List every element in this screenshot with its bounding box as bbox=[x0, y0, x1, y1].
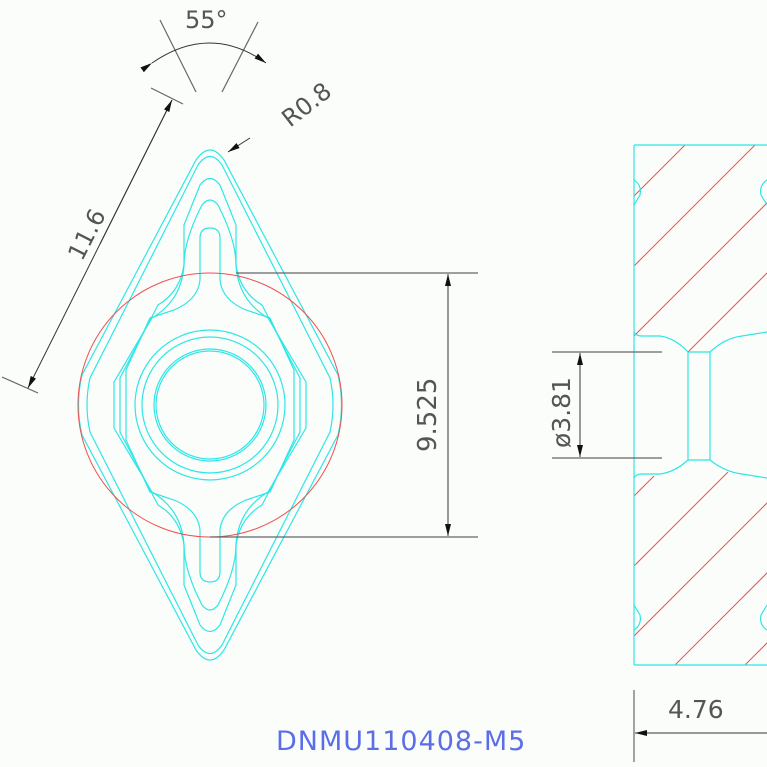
hole-ring-4 bbox=[155, 350, 265, 460]
hole-ring-2 bbox=[141, 336, 279, 474]
dimensions-top-view: 55° 11.6 R0.8 9.525 bbox=[1, 6, 478, 538]
land-groove bbox=[125, 227, 295, 583]
insert-side-section bbox=[633, 144, 767, 666]
hole-ring-3 bbox=[153, 348, 267, 462]
radius-label: R0.8 bbox=[276, 77, 336, 133]
insert-outline-2 bbox=[86, 155, 334, 655]
thickness-label: 4.76 bbox=[668, 695, 724, 724]
angle-arc bbox=[140, 42, 267, 73]
hole-diameter-label: ø3.81 bbox=[547, 377, 576, 448]
insert-top-view bbox=[77, 149, 343, 661]
chipbreaker-outer bbox=[119, 177, 301, 633]
insert-outline-outer bbox=[77, 149, 343, 661]
angle-label: 55° bbox=[185, 6, 228, 34]
dimensions-side-view: ø3.81 4.76 bbox=[547, 351, 767, 762]
inscribed-circle bbox=[77, 272, 343, 538]
hole-ring-outer bbox=[134, 329, 286, 481]
section-hatch bbox=[634, 145, 767, 665]
chipbreaker-inner bbox=[113, 199, 307, 611]
inscribed-circle-label: 9.525 bbox=[413, 378, 443, 452]
part-name: DNMU110408-M5 bbox=[276, 726, 526, 757]
